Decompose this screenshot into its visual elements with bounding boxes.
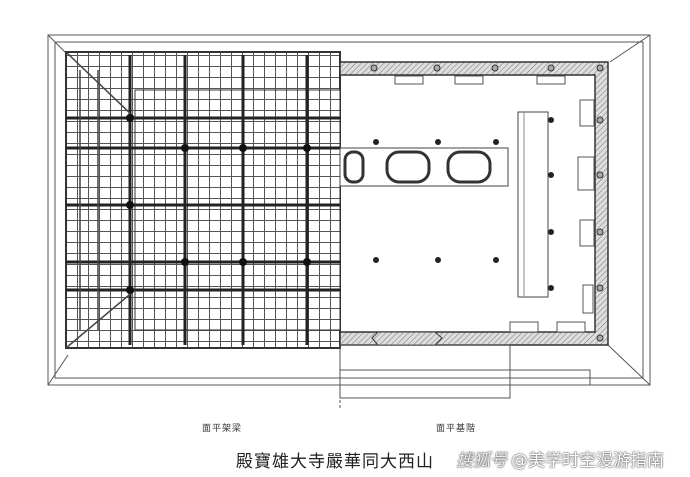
watermark-handle: @美学时空漫游指南 bbox=[511, 451, 664, 471]
beam-frame-plan bbox=[65, 51, 341, 349]
foundation-plan-label: 面平基階 bbox=[436, 424, 477, 434]
floor-plan bbox=[339, 61, 609, 399]
watermark: 搜狐号@美学时空漫游指南 bbox=[456, 446, 664, 471]
drawing-title: 殿寶雄大寺嚴華同大西山 bbox=[236, 452, 434, 472]
beam-plan-label: 面平架梁 bbox=[202, 424, 243, 434]
platform-outline bbox=[47, 34, 651, 410]
watermark-logo: 搜狐号 bbox=[456, 451, 507, 471]
